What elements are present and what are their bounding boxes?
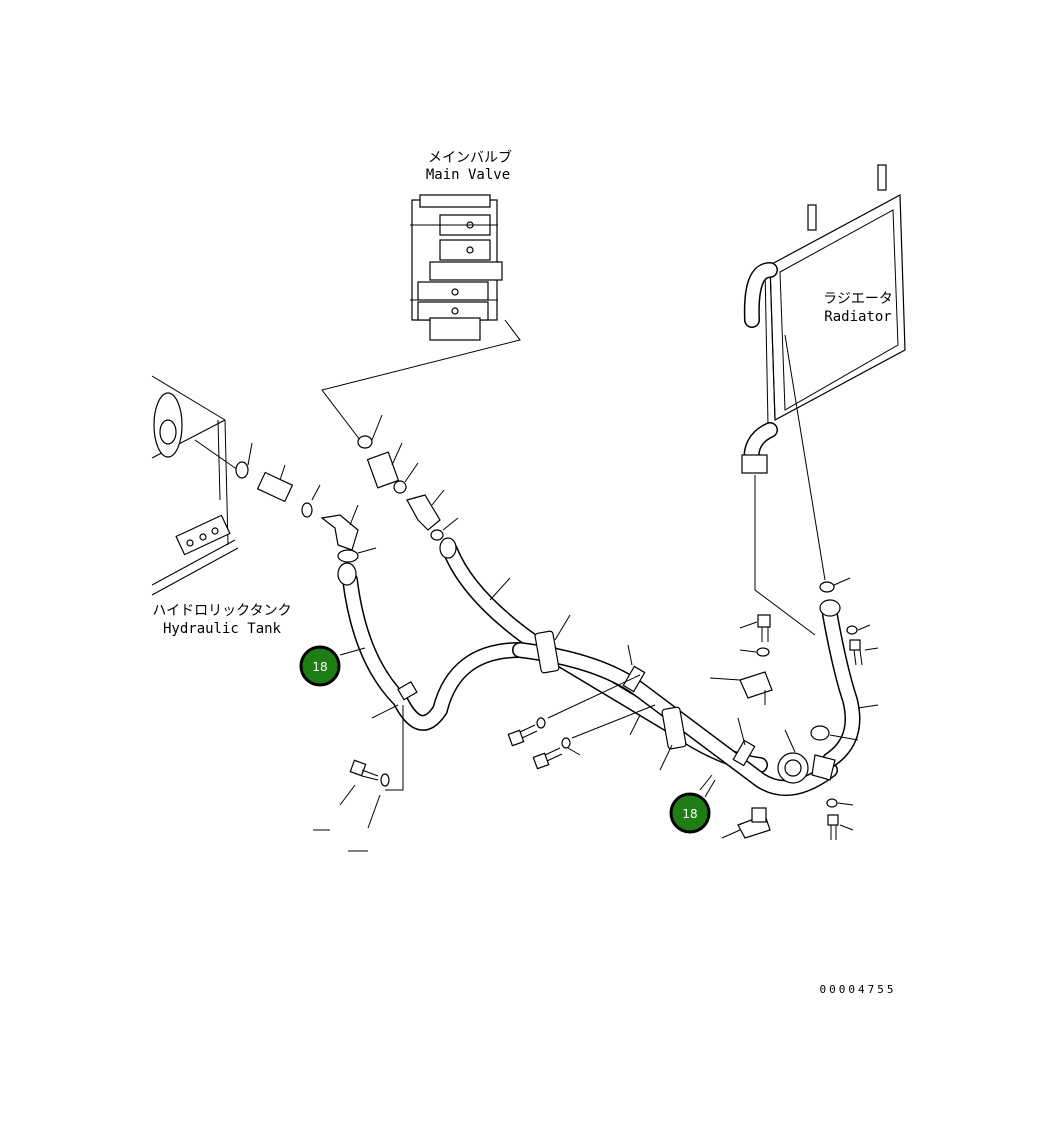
callout-label: 18 — [312, 660, 327, 674]
main-valve — [410, 194, 503, 341]
radiator — [741, 164, 906, 474]
valve-leader-line — [321, 319, 521, 441]
drawing-code: 00004755 — [820, 983, 897, 996]
valve-fittings — [357, 414, 459, 541]
radiator-leader-line — [784, 334, 826, 581]
callout-label: 18 — [682, 807, 697, 821]
radiator-label-en: Radiator — [824, 309, 891, 325]
tank-label-jp: ハイドロリックタンク — [152, 603, 291, 619]
hose-assembly — [337, 537, 861, 796]
main-valve-label-en: Main Valve — [426, 167, 510, 183]
radiator-label-jp: ラジエータ — [823, 291, 893, 307]
callout-badge-1[interactable]: 18 — [299, 645, 366, 687]
hydraulic-tank — [151, 375, 239, 596]
callout-badge-2[interactable]: 18 — [669, 779, 716, 834]
tank-fittings — [235, 442, 377, 563]
main-valve-label-jp: メインバルブ — [428, 149, 512, 166]
hardware — [313, 577, 879, 852]
tank-label-en: Hydraulic Tank — [163, 621, 282, 637]
